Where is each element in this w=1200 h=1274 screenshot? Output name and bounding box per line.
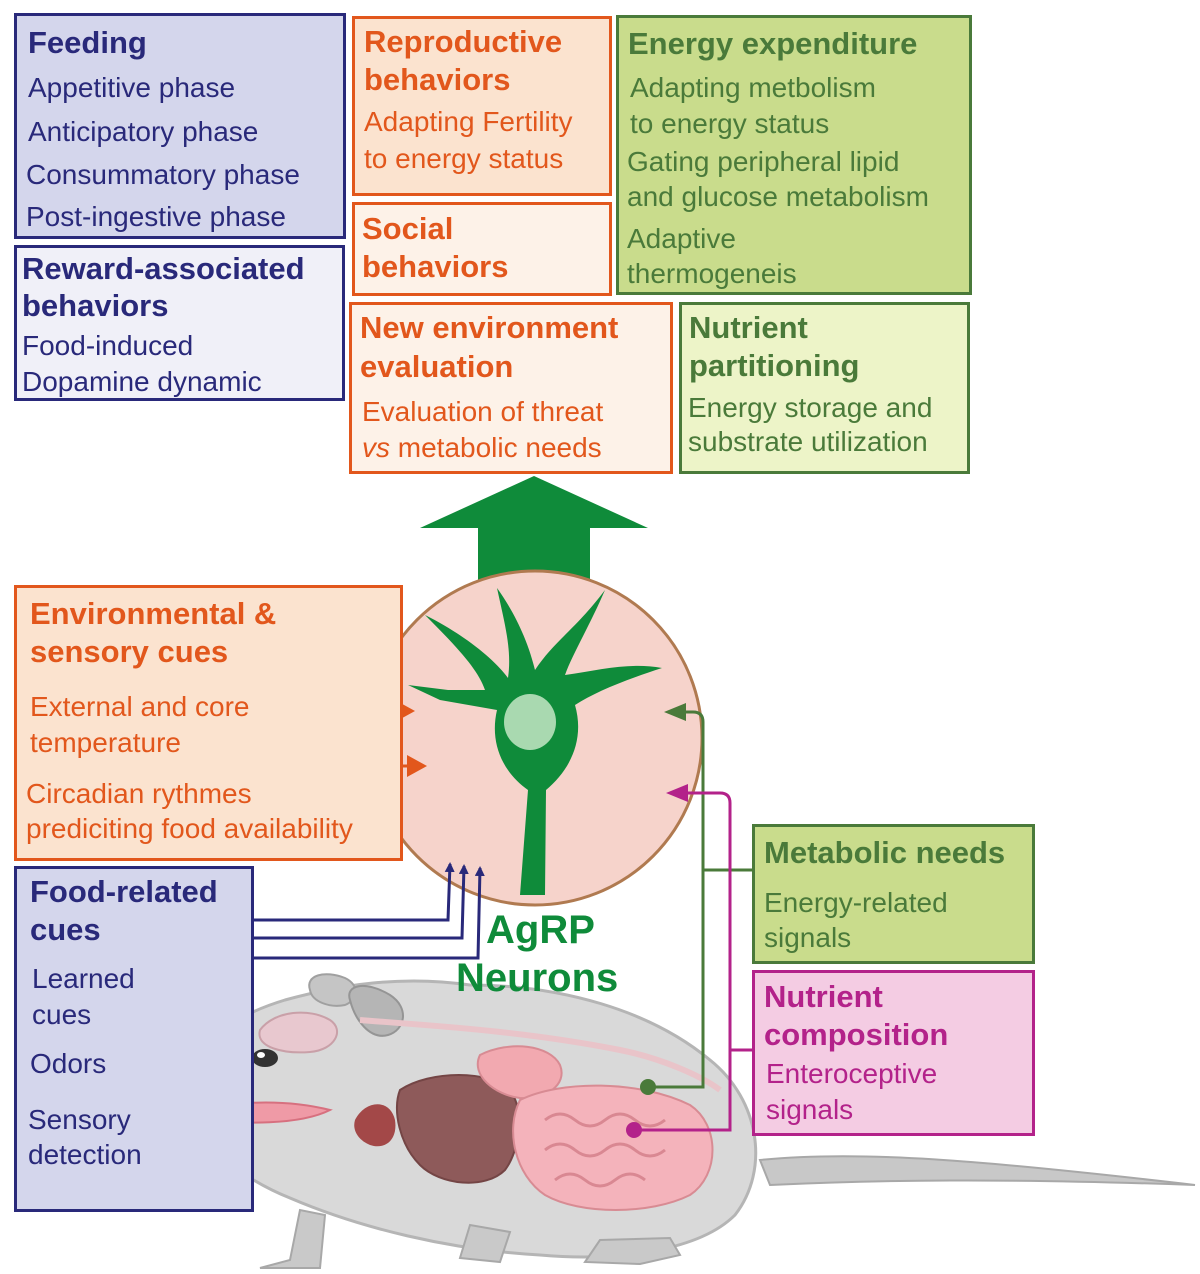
feeding-title: Feeding [28, 25, 147, 60]
environmental-cues-line: temperature [30, 727, 181, 758]
vs-italic: vs [362, 432, 390, 463]
food-cues-line: Odors [30, 1048, 107, 1079]
nutrient-composition-box [752, 970, 1035, 1136]
new-environment-title: evaluation [360, 349, 514, 384]
environmental-cues-title: Environmental & [30, 596, 277, 631]
neuron-icon [408, 588, 662, 895]
nutrient-partitioning-title: partitioning [689, 348, 860, 383]
energy-expenditure-box [616, 15, 972, 295]
environmental-cues-box [14, 585, 403, 861]
feeding-box [14, 13, 346, 239]
social-box [352, 202, 612, 296]
energy-expenditure-title: Energy expenditure [628, 26, 918, 61]
environmental-cues-line: prediciting food availability [26, 813, 353, 844]
energy-line: thermogeneis [627, 258, 797, 289]
reward-line: Food-induced [22, 330, 194, 361]
feeding-item: Appetitive phase [28, 72, 236, 103]
reward-title: behaviors [22, 288, 169, 323]
metabolic-needs-title: Metabolic needs [764, 835, 1006, 870]
nutrient-partitioning-line: substrate utilization [688, 426, 928, 457]
reproductive-line: to energy status [364, 143, 564, 174]
mouse-illustration [173, 973, 1196, 1269]
reproductive-line: Adapting Fertility [364, 106, 573, 137]
feeding-item: Consummatory phase [26, 159, 300, 190]
reward-line: Dopamine dynamic [22, 366, 262, 397]
nutrient-partitioning-box [679, 302, 970, 474]
metabolic-needs-line: Energy-related [764, 887, 948, 918]
feeding-item: Post-ingestive phase [26, 201, 286, 232]
nutrient-composition-line: signals [766, 1094, 854, 1125]
energy-line: and glucose metabolism [627, 181, 929, 212]
food-cues-title: Food-related [30, 874, 218, 909]
metabolic-needs-line: signals [764, 922, 852, 953]
food-cues-line: detection [28, 1139, 142, 1170]
new-environment-title: New environment [360, 310, 619, 345]
reproductive-box [352, 16, 612, 196]
new-environment-line: Evaluation of threat [362, 396, 604, 427]
environmental-cues-line: External and core [30, 691, 250, 722]
neurons-label: Neurons [456, 956, 619, 1000]
energy-line: Adaptive [627, 223, 736, 254]
new-environment-box [349, 302, 673, 474]
metabolic-needs-box [752, 824, 1035, 964]
nutrient-composition-title: composition [764, 1017, 949, 1052]
output-arrow [420, 476, 648, 590]
energy-line: to energy status [630, 108, 830, 139]
social-title: Social [362, 211, 454, 246]
nutrient-composition-title: Nutrient [764, 979, 883, 1014]
metabolic-needs-text: metabolic needs [390, 432, 602, 463]
agrp-label: AgRP [486, 908, 595, 952]
reproductive-title: Reproductive [364, 24, 563, 59]
new-environment-line: vs metabolic needs [362, 434, 602, 462]
nutrient-partitioning-title: Nutrient [689, 310, 808, 345]
reward-title: Reward-associated [22, 251, 305, 286]
environmental-cues-line: Circadian rythmes [26, 778, 252, 809]
reward-box [14, 245, 345, 401]
nutrient-partitioning-line: Energy storage and [688, 392, 933, 423]
metabolic-signal-arrow [640, 703, 752, 1095]
social-title: behaviors [362, 249, 509, 284]
feeding-item: Anticipatory phase [28, 116, 259, 147]
nutrient-composition-line: Enteroceptive [766, 1058, 938, 1089]
food-cues-line: Sensory [28, 1104, 131, 1135]
food-cues-line: cues [32, 999, 92, 1030]
environmental-cues-title: sensory cues [30, 634, 229, 669]
energy-line: Adapting metbolism [630, 72, 876, 103]
food-cues-title: cues [30, 912, 101, 947]
nutrient-signal-arrow [626, 784, 752, 1138]
food-cues-line: Learned [32, 963, 135, 994]
food-cues-box [14, 866, 254, 1212]
reproductive-title: behaviors [364, 62, 511, 97]
energy-line: Gating peripheral lipid [627, 146, 900, 177]
